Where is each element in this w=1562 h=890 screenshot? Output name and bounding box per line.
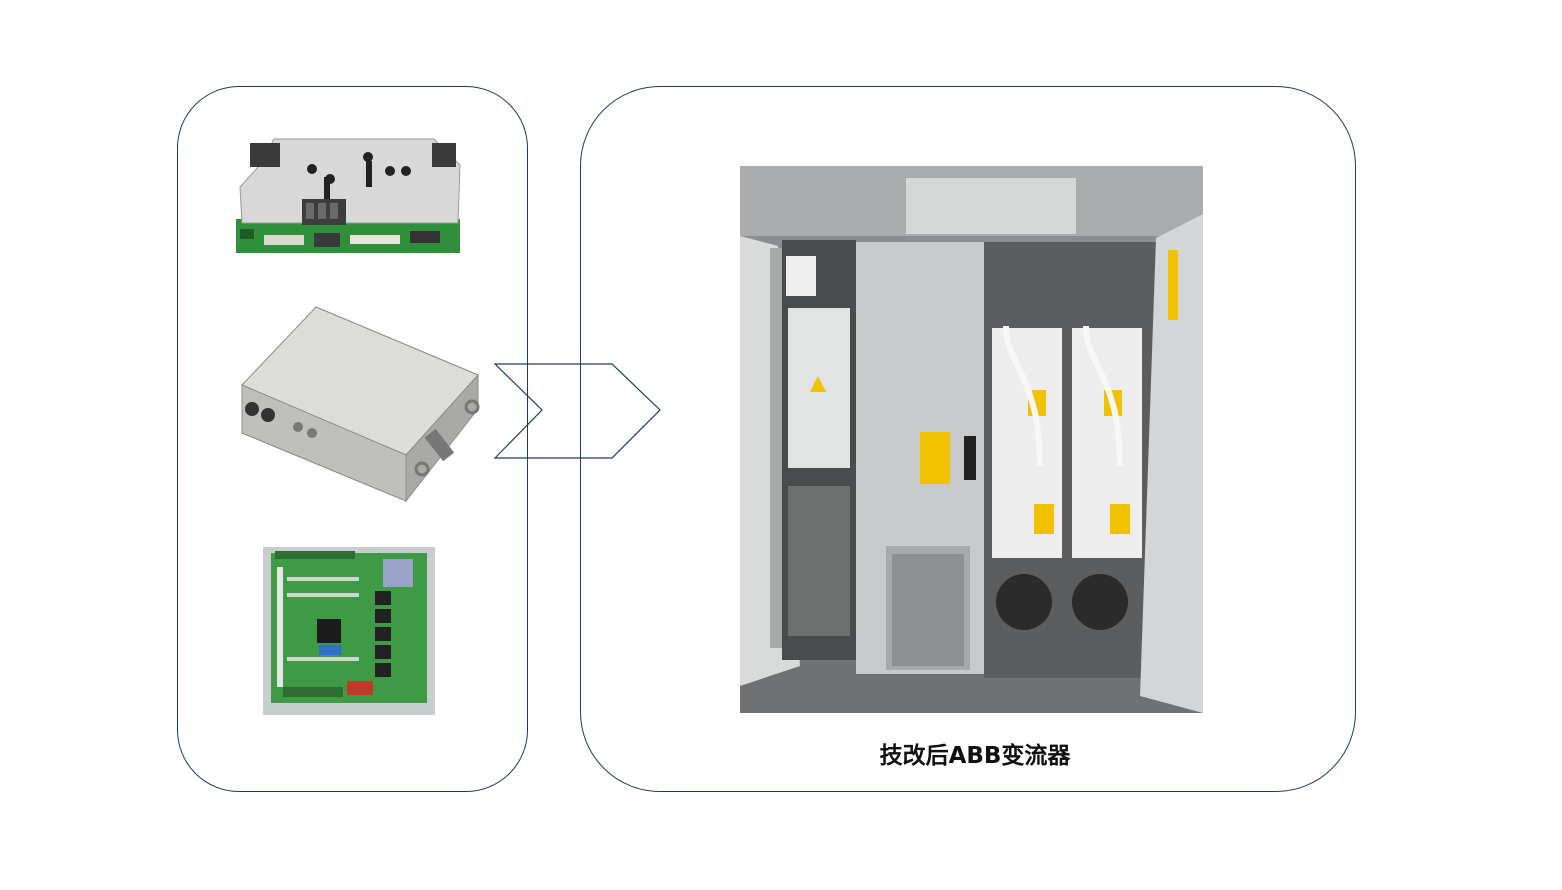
green-circuit-board bbox=[263, 547, 435, 715]
abb-converter-cabinet-photo bbox=[740, 166, 1203, 713]
caption: 技改后ABB变流器 bbox=[879, 743, 1071, 769]
arrow-icon bbox=[493, 363, 661, 459]
pcb-board-with-metal-cover bbox=[236, 138, 461, 253]
gray-enclosure-box bbox=[241, 306, 480, 503]
